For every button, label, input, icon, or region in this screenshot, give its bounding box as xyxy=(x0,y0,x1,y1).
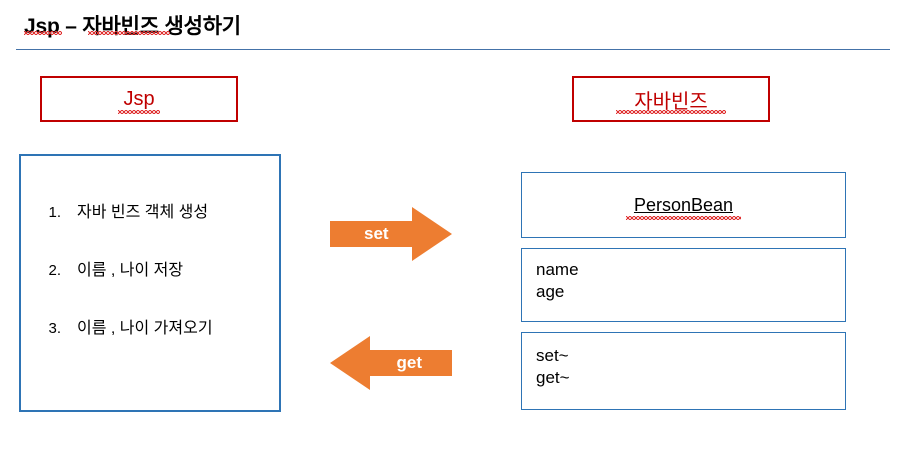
javabeans-header-box: 자바빈즈 xyxy=(572,76,770,122)
get-arrow: get xyxy=(330,336,452,390)
bean-fields-box: name age xyxy=(521,248,846,322)
javabeans-header-label: 자바빈즈 xyxy=(634,90,708,113)
arrow-left-icon xyxy=(330,336,452,390)
title-divider xyxy=(16,49,890,50)
list-item-number: 2. xyxy=(48,262,61,279)
spellcheck-underline-title-javabeans xyxy=(88,31,170,35)
bean-field: name xyxy=(536,260,579,279)
list-item-label: 이름 , 나이 저장 xyxy=(77,262,184,279)
bean-method: set~ xyxy=(536,346,569,365)
page-title: Jsp – 자바빈즈 생성하기 xyxy=(24,15,241,38)
spellcheck-underline-personbean xyxy=(626,216,741,220)
bean-class-name: PersonBean xyxy=(633,194,734,215)
slide-title-bar: Jsp – 자바빈즈 생성하기 xyxy=(0,0,902,50)
spellcheck-underline-javabeans-header xyxy=(616,110,726,114)
jsp-header-label: Jsp xyxy=(123,87,155,110)
jsp-header-box: Jsp xyxy=(40,76,238,122)
set-arrow: set xyxy=(330,207,452,261)
spellcheck-underline-title-jsp xyxy=(24,31,62,35)
list-item-number: 3. xyxy=(48,320,61,337)
bean-class-name-box: PersonBean xyxy=(521,172,846,238)
jsp-steps-list: 1. 자바 빈즈 객체 생성 2. 이름 , 나이 저장 3. 이름 , 나이 … xyxy=(21,198,279,372)
get-arrow-label: get xyxy=(396,353,423,372)
spellcheck-underline-jsp-header xyxy=(118,110,160,114)
bean-field: age xyxy=(536,282,565,302)
bean-method: get~ xyxy=(536,368,570,388)
bean-methods-box: set~ get~ xyxy=(521,332,846,410)
list-item: 1. 자바 빈즈 객체 생성 xyxy=(21,198,279,222)
list-item-number: 1. xyxy=(48,204,61,221)
set-arrow-label: set xyxy=(364,224,389,243)
list-item: 2. 이름 , 나이 저장 xyxy=(21,256,279,280)
arrow-right-icon xyxy=(330,207,452,261)
list-item: 3. 이름 , 나이 가져오기 xyxy=(21,314,279,338)
jsp-steps-panel: 1. 자바 빈즈 객체 생성 2. 이름 , 나이 저장 3. 이름 , 나이 … xyxy=(19,154,281,412)
list-item-label: 자바 빈즈 객체 생성 xyxy=(77,204,209,221)
list-item-label: 이름 , 나이 가져오기 xyxy=(77,320,213,337)
